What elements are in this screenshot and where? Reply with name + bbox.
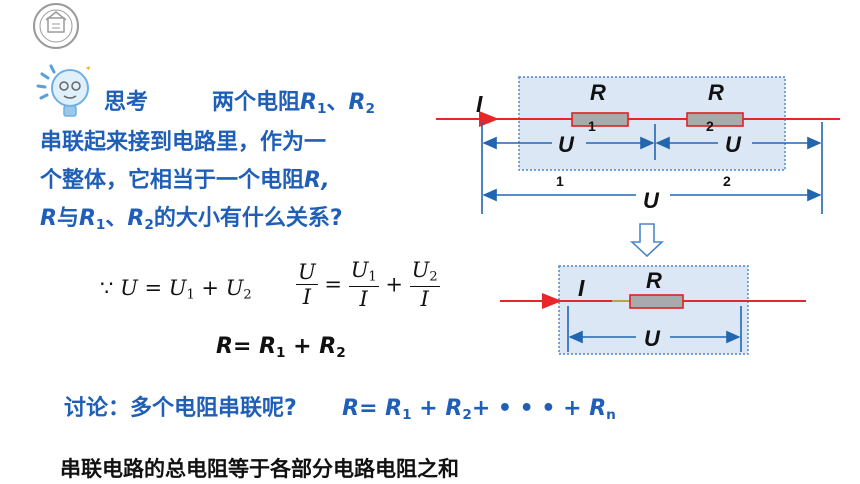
- subscript: 1: [316, 100, 327, 117]
- resistor-r2: [686, 112, 744, 127]
- series-circuit-diagram: I R 1 R 2 U 1 U 2 U: [436, 76, 840, 214]
- think-line-1: 思考两个电阻R1、R2: [104, 92, 375, 116]
- down-arrow-icon: [629, 223, 665, 258]
- circuit-box: [558, 265, 749, 355]
- u2-label: U: [725, 132, 742, 157]
- r-symbol: R: [385, 396, 403, 421]
- r1-subscript: 1: [588, 118, 596, 134]
- current-label: I: [476, 91, 483, 117]
- separator: 、: [105, 206, 128, 231]
- numerator: U1: [348, 258, 379, 287]
- voltage-sum-formula: ∵ U = U1 + U2: [100, 276, 252, 303]
- denominator: I: [420, 286, 429, 311]
- numerator: U2: [409, 258, 440, 287]
- r2-label: R: [708, 80, 724, 105]
- u-label: U: [644, 326, 661, 351]
- total-u-label: U: [643, 188, 660, 213]
- r2-subscript: 2: [706, 118, 714, 134]
- u-symbol: U: [411, 258, 430, 282]
- subscript: n: [606, 406, 616, 423]
- denominator: I: [359, 286, 368, 311]
- separator: 、: [326, 90, 349, 115]
- u-symbol: U: [225, 276, 244, 300]
- subscript: 1: [368, 269, 377, 285]
- subscript: 2: [365, 100, 375, 117]
- plus-symbol: +: [419, 396, 438, 421]
- numerator: U: [296, 259, 318, 285]
- r-symbol: R: [342, 396, 360, 421]
- think-line-3: 个整体，它相当于一个电阻R,: [40, 170, 330, 192]
- think-text: 与: [56, 206, 79, 231]
- eq-symbol: =: [232, 334, 252, 359]
- subscript: 1: [276, 344, 286, 361]
- think-label: 思考: [104, 90, 149, 115]
- subscript: 2: [429, 269, 438, 285]
- eq-symbol: =: [359, 396, 378, 421]
- r-symbol: R: [319, 334, 337, 359]
- resistor-r1: [571, 112, 629, 127]
- plus-symbol: +: [201, 276, 220, 300]
- r1-label: R: [590, 80, 606, 105]
- r-symbol: R: [445, 396, 463, 421]
- current-label: I: [578, 275, 585, 301]
- r-symbol: R: [348, 90, 366, 115]
- think-text: 个整体，它相当于一个电阻: [40, 168, 305, 193]
- r-symbol: R: [127, 206, 145, 231]
- because-symbol: ∵: [100, 276, 114, 300]
- u1-subscript: 1: [556, 173, 564, 189]
- equivalent-circuit-diagram: I R U: [500, 265, 806, 355]
- u-symbol: U: [168, 276, 187, 300]
- ellipsis: + • • • +: [471, 396, 582, 421]
- r-symbol: R: [259, 334, 277, 359]
- eq-symbol: =: [324, 272, 342, 297]
- subscript: 2: [243, 287, 252, 303]
- r-symbol: R: [78, 206, 96, 231]
- resistance-sum-formula: R= R1 + R2: [216, 334, 346, 361]
- u-symbol: U: [350, 258, 369, 282]
- school-seal-logo: [32, 2, 80, 50]
- subscript: 1: [186, 287, 195, 303]
- plus-symbol: +: [385, 272, 403, 297]
- subscript: 2: [144, 216, 154, 233]
- plus-symbol: +: [293, 334, 312, 359]
- r-symbol: R: [589, 396, 607, 421]
- conclusion-text: 串联电路的总电阻等于各部分电路电阻之和: [60, 457, 459, 481]
- subscript: 2: [336, 344, 346, 361]
- subscript: 1: [402, 406, 412, 423]
- u1-label: U: [558, 132, 575, 157]
- think-text: 的大小有什么关系?: [153, 206, 343, 231]
- lightbulb-icon: [34, 60, 98, 124]
- think-line-2: 串联起来接到电路里，作为一: [40, 130, 327, 155]
- r-symbol: R,: [304, 168, 330, 193]
- u2-subscript: 2: [723, 173, 731, 189]
- discuss-label: 讨论：多个电阻串联呢?: [64, 396, 297, 421]
- resistor-r: [629, 294, 684, 309]
- eq-symbol: =: [144, 276, 163, 300]
- think-line-4: R与R1、R2的大小有什么关系?: [40, 208, 343, 232]
- u-symbol: U: [120, 276, 138, 300]
- r-label: R: [646, 268, 662, 293]
- subscript: 1: [95, 216, 106, 233]
- r-symbol: R: [40, 206, 57, 231]
- think-text: 两个电阻: [212, 90, 301, 115]
- subscript: 2: [462, 406, 472, 423]
- r-symbol: R: [216, 334, 233, 359]
- denominator: I: [302, 284, 311, 309]
- r-symbol: R: [300, 90, 317, 115]
- discuss-line: 讨论：多个电阻串联呢? R= R1 + R2+ • • • + Rn: [64, 398, 616, 422]
